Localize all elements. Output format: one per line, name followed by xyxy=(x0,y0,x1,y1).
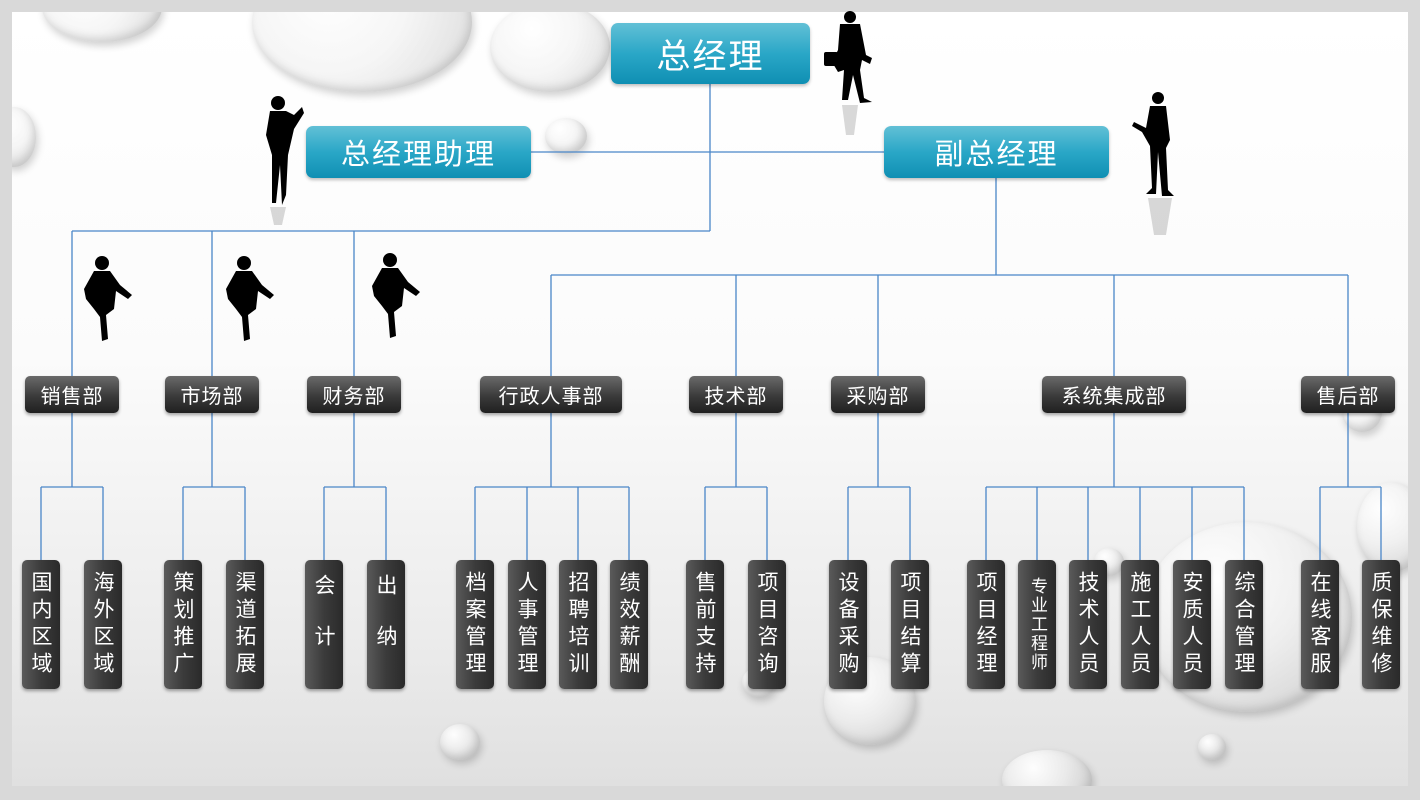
sub-unit-box[interactable]: 综合管理 xyxy=(1225,560,1263,689)
sub-unit-box[interactable]: 招聘培训 xyxy=(559,560,597,689)
running-woman-silhouette xyxy=(84,256,132,341)
assistant-label: 总经理助理 xyxy=(340,137,496,171)
sub-unit-box[interactable]: 档案管理 xyxy=(456,560,494,689)
sub-unit-box[interactable]: 国内区域 xyxy=(22,560,60,689)
sub-unit-box[interactable]: 设备采购 xyxy=(829,560,867,689)
water-drop xyxy=(1198,734,1226,760)
sub-unit-box[interactable]: 海外区域 xyxy=(84,560,122,689)
sub-unit-box[interactable]: 出纳 xyxy=(367,560,405,689)
department-box[interactable]: 市场部 xyxy=(165,376,259,413)
department-label: 市场部 xyxy=(180,384,244,408)
sub-unit-label: 人事管理 xyxy=(515,570,539,679)
water-drop xyxy=(440,724,480,760)
department-box[interactable]: 采购部 xyxy=(831,376,925,413)
water-drop xyxy=(545,118,587,154)
sub-unit-label: 项目咨询 xyxy=(755,570,779,679)
department-box[interactable]: 财务部 xyxy=(307,376,401,413)
sub-unit-label: 国内区域 xyxy=(29,570,53,679)
sub-unit-label: 项目经理 xyxy=(974,570,998,679)
sub-unit-box[interactable]: 技术人员 xyxy=(1069,560,1107,689)
department-label: 售后部 xyxy=(1316,384,1380,408)
sub-unit-box[interactable]: 施工人员 xyxy=(1121,560,1159,689)
department-label: 技术部 xyxy=(704,384,768,408)
sub-unit-label: 绩效薪酬 xyxy=(617,570,641,679)
sub-unit-label: 出纳 xyxy=(374,573,398,676)
sub-unit-label: 综合管理 xyxy=(1232,570,1256,679)
sub-unit-box[interactable]: 绩效薪酬 xyxy=(610,560,648,689)
sub-unit-box[interactable]: 项目结算 xyxy=(891,560,929,689)
sub-unit-label: 会计 xyxy=(312,573,336,676)
vice-president-box[interactable]: 副总经理 xyxy=(884,126,1109,178)
department-box[interactable]: 销售部 xyxy=(25,376,119,413)
sub-unit-label: 设备采购 xyxy=(836,570,860,679)
department-box[interactable]: 行政人事部 xyxy=(480,376,622,413)
sub-unit-box[interactable]: 人事管理 xyxy=(508,560,546,689)
assistant-box[interactable]: 总经理助理 xyxy=(306,126,531,178)
sub-unit-label: 施工人员 xyxy=(1128,570,1152,679)
sub-unit-label: 渠道拓展 xyxy=(233,570,257,679)
sub-unit-label: 策划推广 xyxy=(171,570,195,679)
sub-unit-label: 安质人员 xyxy=(1180,570,1204,679)
department-label: 系统集成部 xyxy=(1061,384,1167,408)
sub-unit-box[interactable]: 在线客服 xyxy=(1301,560,1339,689)
sub-unit-label: 在线客服 xyxy=(1308,570,1332,679)
department-box[interactable]: 系统集成部 xyxy=(1042,376,1186,413)
sub-unit-box[interactable]: 专业工程师 xyxy=(1018,560,1056,689)
water-drop xyxy=(1002,750,1092,786)
businessman-walking-silhouette xyxy=(824,11,872,135)
sub-unit-label: 专业工程师 xyxy=(1027,577,1047,672)
ceo-label: 总经理 xyxy=(656,37,765,77)
ceo-box[interactable]: 总经理 xyxy=(611,23,810,84)
running-woman-silhouette xyxy=(372,253,420,338)
water-drop xyxy=(490,12,610,92)
water-drop xyxy=(1357,482,1408,572)
sub-unit-box[interactable]: 策划推广 xyxy=(164,560,202,689)
department-box[interactable]: 技术部 xyxy=(689,376,783,413)
vice-president-label: 副总经理 xyxy=(934,137,1059,171)
sub-unit-box[interactable]: 项目经理 xyxy=(967,560,1005,689)
water-drop xyxy=(12,107,36,167)
sub-unit-box[interactable]: 项目咨询 xyxy=(748,560,786,689)
sub-unit-box[interactable]: 会计 xyxy=(305,560,343,689)
sub-unit-box[interactable]: 安质人员 xyxy=(1173,560,1211,689)
department-label: 销售部 xyxy=(40,384,104,408)
running-woman-silhouette xyxy=(226,256,274,341)
department-label: 行政人事部 xyxy=(498,384,604,408)
businessman-speaking-silhouette xyxy=(1132,92,1174,235)
sub-unit-box[interactable]: 渠道拓展 xyxy=(226,560,264,689)
sub-unit-label: 海外区域 xyxy=(91,570,115,679)
sub-unit-label: 质保维修 xyxy=(1369,570,1393,679)
sub-unit-label: 技术人员 xyxy=(1076,570,1100,679)
department-box[interactable]: 售后部 xyxy=(1301,376,1395,413)
sub-unit-label: 招聘培训 xyxy=(566,570,590,679)
businesswoman-silhouette xyxy=(266,96,304,225)
water-drop xyxy=(42,12,162,42)
sub-unit-box[interactable]: 售前支持 xyxy=(686,560,724,689)
sub-unit-label: 档案管理 xyxy=(463,570,487,679)
sub-unit-label: 项目结算 xyxy=(898,570,922,679)
department-label: 财务部 xyxy=(322,384,386,408)
sub-unit-label: 售前支持 xyxy=(693,570,717,679)
sub-unit-box[interactable]: 质保维修 xyxy=(1362,560,1400,689)
department-label: 采购部 xyxy=(846,384,910,408)
water-drop xyxy=(252,12,472,92)
